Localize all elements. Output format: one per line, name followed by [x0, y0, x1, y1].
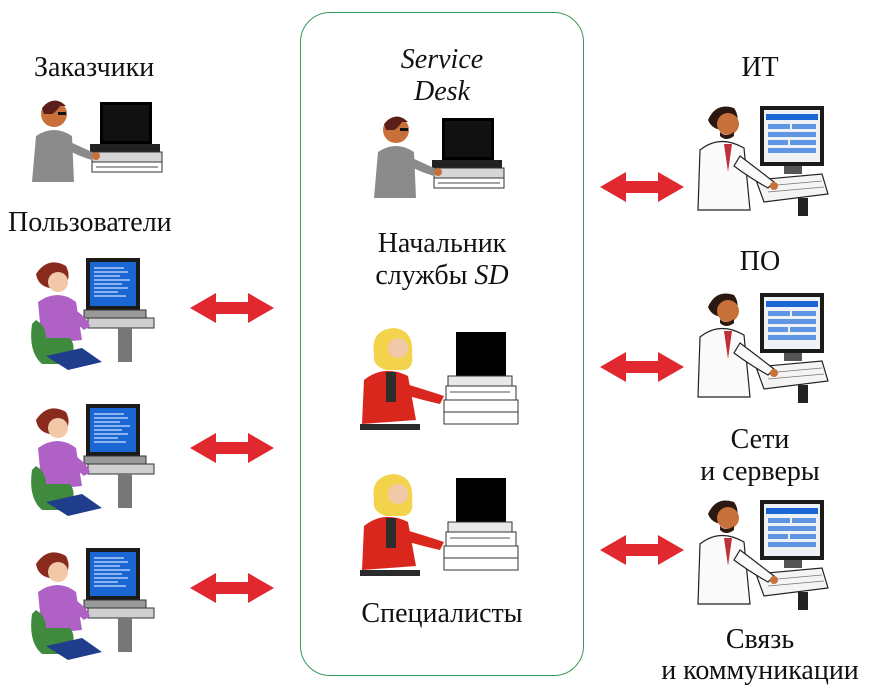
- bidirectional-arrow-icon: [600, 350, 684, 384]
- users-label: Пользователи: [8, 207, 172, 238]
- networks-label-line1: Сети: [730, 424, 790, 455]
- head-workstation-icon: [372, 108, 512, 208]
- specialist-workstation-icon: [360, 324, 520, 434]
- head-label-prefix: службы: [375, 260, 475, 291]
- head-label-line2: службы SD: [300, 260, 584, 292]
- bidirectional-arrow-icon: [600, 533, 684, 567]
- it-workstation-icon: [694, 285, 834, 405]
- comm-label-line1: Связь: [725, 624, 795, 655]
- customer-workstation-icon: [30, 92, 170, 192]
- networks-label-line2: и серверы: [700, 456, 820, 487]
- it-workstation-icon: [694, 492, 834, 612]
- user-workstation-icon: [28, 398, 158, 518]
- specialist-workstation-icon: [360, 470, 520, 580]
- head-label-line1: Начальник: [377, 228, 507, 259]
- customers-label: Заказчики: [34, 52, 155, 83]
- user-workstation-icon: [28, 252, 158, 372]
- service-desk-title-line1: Service: [400, 44, 484, 75]
- bidirectional-arrow-icon: [190, 291, 274, 325]
- it-workstation-icon: [694, 98, 834, 218]
- service-desk-box: [300, 12, 584, 676]
- bidirectional-arrow-icon: [600, 170, 684, 204]
- comm-label-line2: и коммуникации: [661, 655, 859, 686]
- bidirectional-arrow-icon: [190, 571, 274, 605]
- head-label-sd: SD: [474, 260, 509, 291]
- software-label: ПО: [739, 246, 781, 277]
- service-desk-title-line2: Desk: [414, 76, 470, 107]
- user-workstation-icon: [28, 542, 158, 662]
- bidirectional-arrow-icon: [190, 431, 274, 465]
- specialists-label: Специалисты: [361, 598, 523, 629]
- it-label: ИТ: [741, 52, 779, 83]
